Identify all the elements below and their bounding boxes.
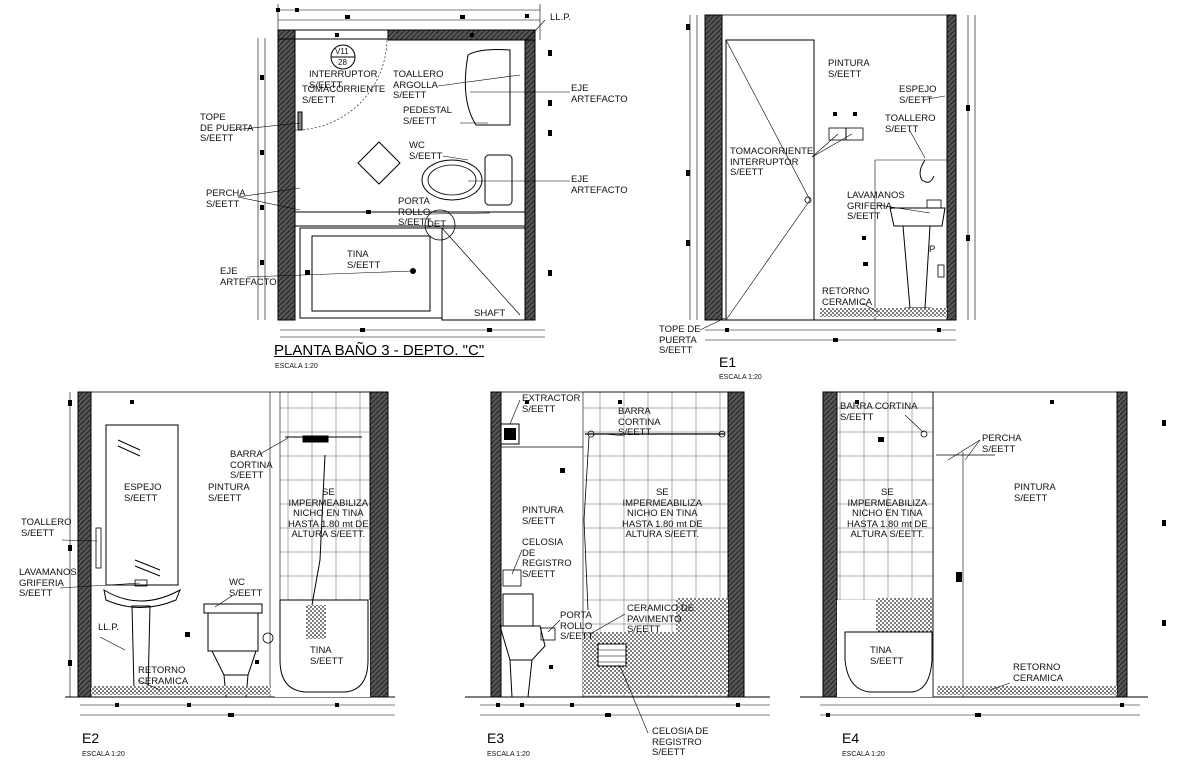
e3-celosia2: CELOSIA DE REGISTRO S/EETT (652, 726, 709, 758)
e4-pintura: PINTURA S/EETT (1014, 482, 1056, 504)
e2-llp: LL.P. (98, 622, 119, 633)
e2-view (59, 391, 395, 717)
plan-eje-2: EJE ARTEFACTO (571, 174, 628, 196)
plan-toallero-argolla: TOALLERO ARGOLLA S/EETT (393, 69, 444, 101)
e4-impermeabiliza: SE IMPERMEABILIZA NICHO EN TINA HASTA 1.… (847, 487, 928, 540)
e1-pintura: PINTURA S/EETT (828, 58, 870, 80)
e2-wc: WC S/EETT (229, 577, 263, 599)
e2-pintura: PINTURA S/EETT (208, 482, 250, 504)
e1-scale: ESCALA 1:20 (719, 374, 762, 381)
e3-pintura: PINTURA S/EETT (522, 505, 564, 527)
e2-barra: BARRA CORTINA S/EETT (230, 449, 273, 481)
e2-title: E2 (82, 730, 100, 746)
e2-scale: ESCALA 1:20 (82, 751, 125, 758)
e3-view (465, 391, 770, 734)
e1-toallero: TOALLERO S/EETT (885, 113, 936, 135)
plan-llp: LL.P. (550, 12, 571, 23)
plan-wc: WC S/EETT (409, 140, 443, 162)
plan-porta-rollo: PORTA ROLLO S/EETT (398, 196, 432, 228)
e3-scale: ESCALA 1:20 (487, 751, 530, 758)
e4-percha: PERCHA S/EETT (982, 433, 1022, 455)
e2-lavamanos: LAVAMANOS GRIFERIA S/EETT (19, 567, 77, 599)
e3-celosia: CELOSIA DE REGISTRO S/EETT (522, 537, 572, 580)
e2-retorno: RETORNO CERAMICA (138, 665, 189, 687)
e1-p: P (929, 244, 936, 255)
e2-toallero: TOALLERO S/EETT (21, 517, 72, 539)
e1-lavamanos: LAVAMANOS GRIFERIA S/EETT (847, 190, 905, 222)
e1-view (686, 14, 976, 342)
e2-tina: TINA S/EETT (310, 645, 344, 667)
e1-espejo: ESPEJO S/EETT (899, 84, 937, 106)
e4-scale: ESCALA 1:20 (842, 751, 885, 758)
plan-det: DET (427, 219, 446, 230)
e1-tomacorriente: TOMACORRIENTE INTERRUPTOR S/EETT (730, 146, 814, 178)
plan-interruptor: INTERRUPTOR S/EETT (309, 69, 378, 91)
e3-extractor: EXTRACTOR S/EETT (522, 393, 581, 415)
e2-impermeabiliza: SE IMPERMEABILIZA NICHO EN TINA HASTA 1.… (288, 487, 369, 540)
plan-eje-3: EJE ARTEFACTO (220, 266, 277, 288)
e3-barra: BARRA CORTINA S/EETT (618, 406, 661, 438)
plan-eje-1: EJE ARTEFACTO (571, 83, 628, 105)
plan-title: PLANTA BAÑO 3 - DEPTO. "C" (274, 342, 485, 359)
plan-tina: TINA S/EETT (347, 249, 381, 271)
e4-tina: TINA S/EETT (870, 645, 904, 667)
plan-tomacorriente: TOMACORRIENTE S/EETT (302, 84, 386, 106)
plan-symbol-top: V11 (335, 47, 349, 56)
plan-pedestal: PEDESTAL S/EETT (403, 105, 452, 127)
plan-scale: ESCALA 1:20 (275, 363, 318, 370)
plan-symbol-bottom: 28 (338, 58, 347, 67)
e3-impermeabiliza: SE IMPERMEABILIZA NICHO EN TINA HASTA 1.… (622, 487, 703, 540)
plan-tope-puerta: TOPE DE PUERTA S/EETT (200, 112, 254, 144)
e1-retorno: RETORNO CERAMICA (822, 286, 873, 308)
plan-view (232, 4, 570, 338)
e4-view (800, 391, 1166, 717)
e3-title: E3 (487, 730, 505, 746)
plan-percha: PERCHA S/EETT (206, 188, 246, 210)
e1-title: E1 (719, 354, 737, 370)
e2-espejo: ESPEJO S/EETT (124, 482, 162, 504)
plan-shaft: SHAFT (474, 308, 506, 319)
e4-barra: BARRA CORTINA S/EETT (840, 401, 918, 423)
e1-tope: TOPE DE PUERTA S/EETT (659, 324, 701, 356)
e3-porta: PORTA ROLLO S/EETT (560, 610, 594, 642)
e4-retorno: RETORNO CERAMICA (1013, 662, 1064, 684)
e4-title: E4 (842, 730, 860, 746)
e3-ceramico: CERAMICO DE PAVIMENTO S/EETT (627, 603, 695, 635)
